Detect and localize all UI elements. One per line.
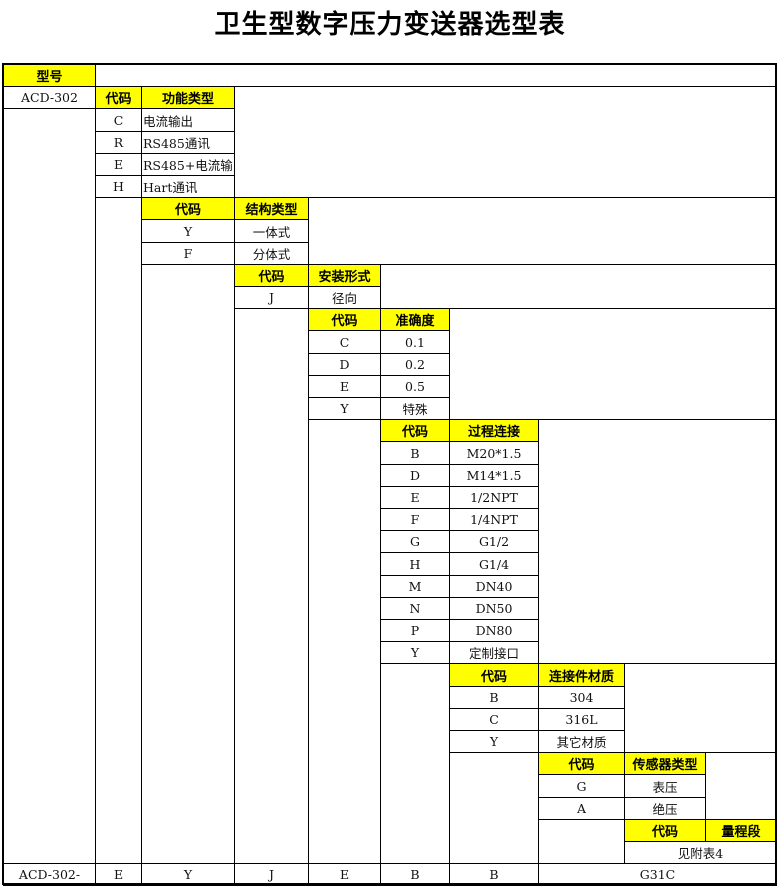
option-code: E [95, 153, 142, 176]
option-code: Y [449, 730, 539, 753]
option-label: RS485通讯 [141, 131, 235, 154]
option-label: 1/4NPT [449, 508, 539, 531]
blank-cell [95, 64, 777, 87]
code-header: 代码 [380, 419, 450, 442]
option-code: B [449, 686, 539, 709]
example-code: E [308, 863, 381, 886]
option-label: 表压 [624, 774, 706, 798]
blank-column [538, 819, 625, 864]
range-note: 见附表4 [624, 841, 777, 864]
option-code: C [449, 708, 539, 731]
option-code: E [380, 486, 450, 509]
option-label: M14*1.5 [449, 464, 539, 487]
option-label: 电流输出 [141, 108, 235, 132]
blank-column [449, 752, 539, 864]
option-label: 0.2 [380, 353, 450, 376]
category-header: 连接件材质 [538, 663, 625, 687]
example-code: Y [141, 863, 235, 886]
option-code: D [380, 464, 450, 487]
example-code: G31C [538, 863, 777, 886]
model-value: ACD-302 [3, 86, 96, 109]
option-code: Y [141, 219, 235, 243]
blank-column [308, 419, 381, 864]
blank-cell [380, 264, 777, 309]
option-label: 1/2NPT [449, 486, 539, 509]
blank-cell [234, 86, 777, 198]
option-label: DN40 [449, 575, 539, 598]
option-label: 0.5 [380, 375, 450, 398]
option-label: 0.1 [380, 330, 450, 354]
code-header: 代码 [308, 308, 381, 331]
code-header: 代码 [449, 663, 539, 687]
page-title: 卫生型数字压力变送器选型表 [214, 10, 566, 40]
blank-column [234, 308, 309, 864]
example-code: B [449, 863, 539, 886]
code-header: 代码 [538, 752, 625, 775]
option-label: 分体式 [234, 242, 309, 265]
blank-column [3, 108, 96, 864]
code-header: 代码 [95, 86, 142, 109]
option-code: Y [380, 641, 450, 664]
option-code: M [380, 575, 450, 598]
option-code: F [141, 242, 235, 265]
blank-column [380, 663, 450, 864]
category-header: 安装形式 [308, 264, 381, 287]
blank-cell [308, 197, 777, 265]
option-code: Y [308, 397, 381, 420]
option-label: 绝压 [624, 797, 706, 820]
option-label: 其它材质 [538, 730, 625, 753]
option-label: 径向 [308, 286, 381, 309]
category-header: 功能类型 [141, 86, 235, 109]
option-label: 304 [538, 686, 625, 709]
option-label: DN50 [449, 597, 539, 620]
code-header: 代码 [141, 197, 235, 220]
category-header: 量程段 [705, 819, 777, 842]
option-code: B [380, 441, 450, 465]
option-code: E [308, 375, 381, 398]
example-code: E [95, 863, 142, 886]
option-code: C [308, 330, 381, 354]
blank-cell [449, 308, 777, 420]
option-code: H [380, 552, 450, 576]
option-code: D [308, 353, 381, 376]
option-label: DN80 [449, 619, 539, 642]
option-label: G1/2 [449, 530, 539, 553]
option-code: G [380, 530, 450, 553]
option-label: 一体式 [234, 219, 309, 243]
option-label: 特殊 [380, 397, 450, 420]
option-code: F [380, 508, 450, 531]
option-code: G [538, 774, 625, 798]
model-header: 型号 [3, 64, 96, 87]
category-header: 准确度 [380, 308, 450, 331]
example-code: B [380, 863, 450, 886]
option-code: J [234, 286, 309, 309]
option-label: Hart通讯 [141, 175, 235, 198]
option-code: N [380, 597, 450, 620]
option-label: M20*1.5 [449, 441, 539, 465]
option-label: RS485+电流输 [141, 153, 235, 176]
blank-cell [705, 752, 777, 820]
option-label: 316L [538, 708, 625, 731]
option-code: R [95, 131, 142, 154]
blank-cell [538, 419, 777, 664]
option-label: 定制接口 [449, 641, 539, 664]
category-header: 过程连接 [449, 419, 539, 442]
example-code: J [234, 863, 309, 886]
blank-column [141, 264, 235, 864]
code-header: 代码 [234, 264, 309, 287]
option-code: H [95, 175, 142, 198]
blank-column [95, 197, 142, 864]
blank-cell [624, 663, 777, 753]
code-header: 代码 [624, 819, 706, 842]
option-code: C [95, 108, 142, 132]
example-model: ACD-302- [3, 863, 96, 886]
category-header: 传感器类型 [624, 752, 706, 775]
option-code: P [380, 619, 450, 642]
category-header: 结构类型 [234, 197, 309, 220]
option-code: A [538, 797, 625, 820]
option-label: G1/4 [449, 552, 539, 576]
